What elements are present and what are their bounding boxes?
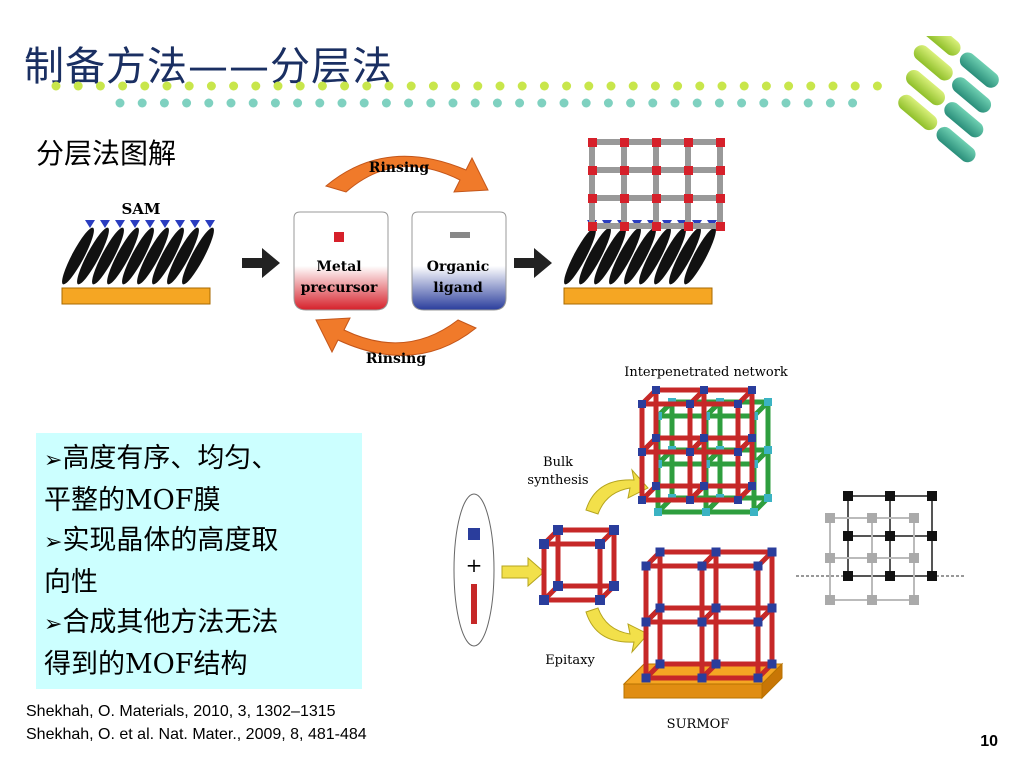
substrate-right <box>563 287 713 305</box>
yellow-arrow-icon <box>501 556 545 588</box>
surmof-label: SURMOF <box>667 717 730 732</box>
section-subtitle: 分层法图解 <box>36 137 177 170</box>
bullet-item-1: ➢高度有序、均匀、 <box>44 443 279 474</box>
substrate-left <box>61 287 211 305</box>
organic-label-2: ligand <box>433 280 483 296</box>
bullet-item-3-cont: 得到的MOF结构 <box>44 649 248 680</box>
bullet-arrow-icon: ➢ <box>44 612 63 637</box>
unit-cube <box>539 525 619 605</box>
sam-molecules-right <box>564 220 717 285</box>
rinsing-top-arrow-icon <box>324 155 489 193</box>
rinsing-bottom-label: Rinsing <box>366 351 427 367</box>
metal-ion-icon <box>334 232 344 242</box>
sam-molecules-left <box>62 220 215 285</box>
slide-title: 制备方法——分层法 <box>24 44 393 90</box>
bullet-box: ➢高度有序、均匀、 平整的MOF膜 ➢实现晶体的高度取 向性 ➢合成其他方法无法… <box>36 433 362 689</box>
metal-node-icon <box>468 528 480 540</box>
organic-label-1: Organic <box>427 259 489 275</box>
linker-icon <box>471 584 477 624</box>
surmof-substrate-front <box>623 683 763 699</box>
bullet-item-2: ➢实现晶体的高度取 <box>44 525 279 556</box>
layer-by-layer-diagram: SAM Rinsing Metal precursor Organic liga… <box>61 138 725 367</box>
sam-label: SAM <box>121 200 160 218</box>
bulk-arrow-icon <box>585 468 649 515</box>
rinsing-bottom-arrow-icon <box>315 317 477 356</box>
ligand-icon <box>450 232 470 238</box>
metal-label-2: precursor <box>301 280 378 296</box>
capsule-decoration-icon <box>898 36 999 163</box>
bullet-item-2-cont: 向性 <box>44 567 98 598</box>
mof-grid <box>588 138 725 231</box>
epitaxy-label: Epitaxy <box>545 653 595 668</box>
interpenetrated-cube <box>638 386 772 516</box>
arrow-right-icon <box>514 248 552 278</box>
page-number: 10 <box>980 733 998 750</box>
rinsing-top-label: Rinsing <box>369 160 430 176</box>
decorative-dot-rows <box>51 81 882 108</box>
bullet-arrow-icon: ➢ <box>44 448 63 473</box>
reference-2: Shekhah, O. et al. Nat. Mater., 2009, 8,… <box>26 726 367 743</box>
arrow-right-icon <box>242 248 280 278</box>
plus-label: + <box>466 553 483 577</box>
metal-label-1: Metal <box>316 259 361 275</box>
reference-1: Shekhah, O. Materials, 2010, 3, 1302–131… <box>26 703 336 720</box>
bulk-label-2: synthesis <box>527 473 588 488</box>
surmof-cube <box>641 547 777 683</box>
interpenetrated-label: Interpenetrated network <box>624 365 788 380</box>
surmof-substrate-side <box>761 662 783 700</box>
reagent-capsule <box>453 493 495 647</box>
organic-ligand-beaker <box>411 211 507 311</box>
bulk-label-1: Bulk <box>543 455 573 470</box>
bullet-item-1-cont: 平整的MOF膜 <box>44 485 221 516</box>
surmof-diagram: Interpenetrated network + Bulk synthesis… <box>453 365 966 732</box>
metal-precursor-beaker <box>293 211 389 311</box>
projection-lattice <box>825 491 937 605</box>
bullet-arrow-icon: ➢ <box>44 530 63 555</box>
bullet-item-3: ➢合成其他方法无法 <box>44 607 279 638</box>
epitaxy-arrow-icon <box>585 607 649 654</box>
